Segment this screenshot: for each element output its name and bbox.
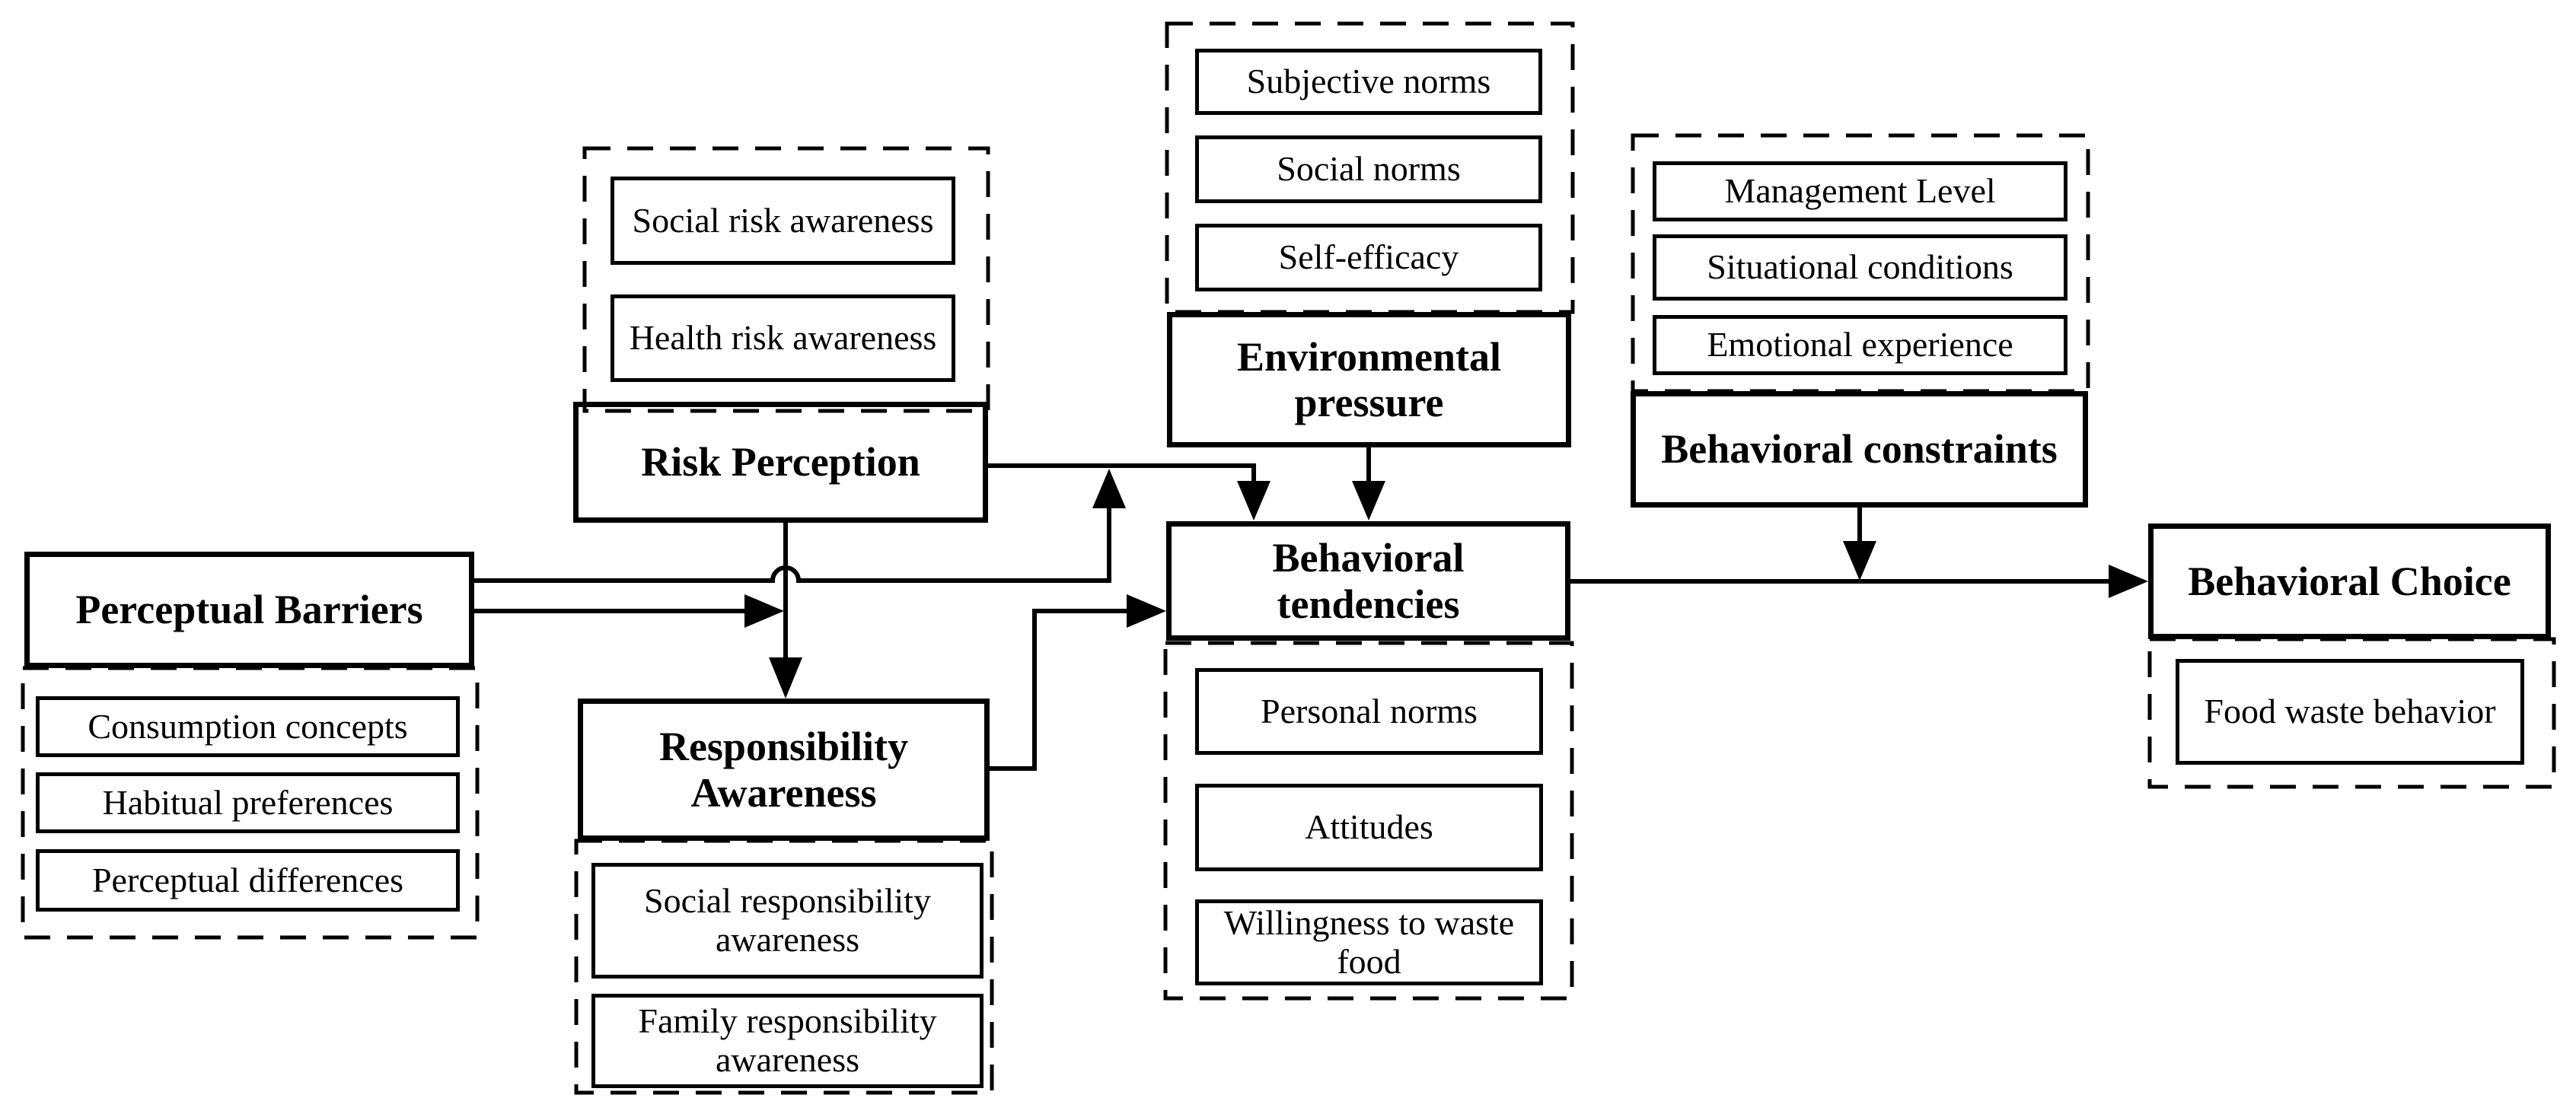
environment-item-self-efficacy: Self-efficacy — [1195, 224, 1542, 291]
tendencies-item-personal-norms: Personal norms — [1195, 668, 1543, 755]
responsibility-title-label: Responsibility Awareness — [658, 724, 909, 816]
constraints-item-label: Emotional experience — [1707, 325, 2013, 364]
constraints-item-label: Management Level — [1724, 171, 1996, 211]
environment-item-subjective-norms: Subjective norms — [1195, 49, 1542, 115]
environment-item-social-norms: Social norms — [1195, 135, 1542, 203]
choice-title-label: Behavioral Choice — [2188, 558, 2511, 604]
risk-item-label: Health risk awareness — [629, 318, 937, 358]
barriers-title-box: Perceptual Barriers — [24, 552, 474, 668]
arrowhead-barriers-up — [1092, 469, 1126, 508]
choice-item-food-waste-behavior: Food waste behavior — [2176, 659, 2524, 765]
arrowhead-barriers-right — [744, 594, 784, 628]
arrowhead-risk-to-responsibility — [769, 657, 802, 699]
responsibility-item-label: Social responsibility awareness — [644, 881, 931, 959]
tendencies-title-box: Behavioral tendencies — [1166, 521, 1570, 641]
arrowhead-responsibility-to-tendencies — [1127, 594, 1166, 628]
tendencies-item-label: Attitudes — [1305, 807, 1433, 847]
constraints-title-label: Behavioral constraints — [1661, 426, 2058, 473]
arrowhead-risk-to-tendencies — [1237, 481, 1270, 520]
constraints-item-situational-conditions: Situational conditions — [1653, 234, 2067, 301]
risk-item-social-risk-awareness: Social risk awareness — [611, 177, 955, 265]
environment-item-label: Subjective norms — [1246, 62, 1491, 101]
environment-item-label: Self-efficacy — [1278, 237, 1459, 277]
environment-title-box: Environmental pressure — [1167, 312, 1571, 447]
risk-title-label: Risk Perception — [641, 439, 920, 485]
arrowhead-environment-to-tendencies — [1352, 481, 1385, 520]
barriers-item-habitual-preferences: Habitual preferences — [36, 772, 460, 833]
arrow-responsibility-to-tendencies — [990, 609, 1127, 771]
risk-title-box: Risk Perception — [573, 402, 988, 523]
constraints-item-label: Situational conditions — [1707, 247, 2013, 287]
responsibility-item-label: Family responsibility awareness — [638, 1001, 937, 1079]
arrowhead-tendencies-to-choice — [2109, 565, 2148, 598]
tendencies-item-willingness-to-waste-food: Willingness to waste food — [1195, 899, 1543, 985]
arrowhead-constraints-down — [1843, 541, 1876, 581]
environment-item-label: Social norms — [1277, 149, 1461, 189]
responsibility-title-box: Responsibility Awareness — [578, 699, 990, 841]
barriers-item-label: Perceptual differences — [91, 860, 404, 899]
barriers-item-label: Consumption concepts — [88, 706, 408, 746]
tendencies-item-attitudes: Attitudes — [1195, 784, 1543, 871]
arrow-risk-to-tendencies — [988, 463, 1256, 481]
constraints-item-emotional-experience: Emotional experience — [1653, 315, 2067, 375]
barriers-item-label: Habitual preferences — [102, 782, 394, 822]
barriers-item-consumption-concepts: Consumption concepts — [36, 696, 460, 757]
responsibility-item-family-responsibility: Family responsibility awareness — [591, 994, 984, 1088]
tendencies-item-label: Willingness to waste food — [1223, 902, 1515, 981]
environment-title-label: Environmental pressure — [1236, 333, 1502, 425]
constraints-title-box: Behavioral constraints — [1631, 391, 2088, 508]
constraints-item-management-level: Management Level — [1653, 161, 2067, 221]
barriers-item-perceptual-differences: Perceptual differences — [36, 849, 460, 912]
barriers-title-label: Perceptual Barriers — [75, 587, 423, 633]
risk-item-health-risk-awareness: Health risk awareness — [611, 294, 955, 382]
tendencies-title-label: Behavioral tendencies — [1272, 535, 1465, 627]
choice-title-box: Behavioral Choice — [2148, 524, 2551, 639]
choice-item-label: Food waste behavior — [2204, 692, 2496, 731]
responsibility-item-social-responsibility: Social responsibility awareness — [591, 863, 984, 979]
risk-item-label: Social risk awareness — [632, 200, 934, 240]
tendencies-item-label: Personal norms — [1261, 691, 1478, 730]
